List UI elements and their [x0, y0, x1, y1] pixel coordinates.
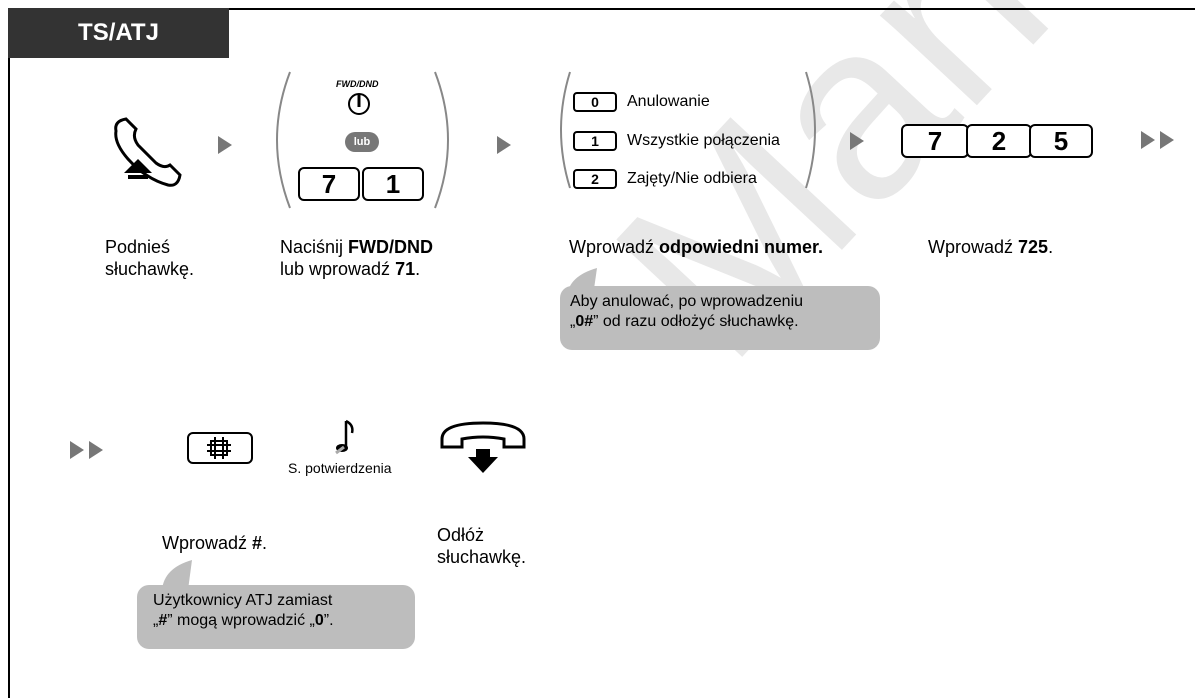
music-note-icon [335, 419, 354, 455]
off-hook-handset-icon [114, 117, 182, 187]
option-label: Anulowanie [627, 93, 710, 110]
step2-label: Naciśnij FWD/DND lub wprowadź 71. [280, 237, 434, 279]
confirmation-tone-label: S. potwierdzenia [288, 460, 392, 476]
next-arrow-icon [218, 136, 232, 154]
cancel-note: Aby anulować, po wprowadzeniu „0#” od ra… [560, 286, 880, 350]
step4-label: Wprowadź 725. [928, 237, 1054, 257]
right-paren-icon [434, 71, 449, 209]
atj-note: Użytkownicy ATJ zamiast „#” mogą wprowad… [137, 585, 415, 649]
frame [8, 8, 1195, 698]
key-5[interactable]: 5 [1029, 124, 1093, 158]
step3-label: Wprowadź odpowiedni numer. [569, 237, 824, 257]
continue-arrow-icon [1141, 131, 1155, 149]
key-1[interactable]: 1 [362, 167, 424, 201]
fwd-dnd-button-icon[interactable] [346, 91, 372, 117]
right-paren-icon [805, 71, 816, 189]
option-label: Wszystkie połączenia [627, 132, 780, 149]
hash-icon [207, 437, 231, 459]
note-pointer [162, 560, 192, 590]
key-7[interactable]: 7 [298, 167, 360, 201]
step5-label: Wprowadź #. [162, 533, 268, 553]
header-tab: TS/ATJ [8, 8, 229, 58]
continue-arrow-icon [1160, 131, 1174, 149]
fwd-dnd-label: FWD/DND [336, 79, 379, 89]
key-1[interactable]: 1 [573, 131, 617, 151]
key-0[interactable]: 0 [573, 92, 617, 112]
on-hook-handset-icon [440, 421, 526, 473]
hash-key[interactable] [187, 432, 253, 464]
key-7[interactable]: 7 [901, 124, 969, 158]
key-2[interactable]: 2 [573, 169, 617, 189]
left-paren-icon [276, 71, 291, 209]
next-arrow-icon [497, 136, 511, 154]
key-2[interactable]: 2 [966, 124, 1032, 158]
left-paren-icon [560, 71, 571, 189]
or-badge: lub [345, 132, 379, 152]
continue-arrow-icon [70, 441, 84, 459]
option-label: Zajęty/Nie odbiera [627, 170, 757, 187]
next-arrow-icon [850, 132, 864, 150]
continue-arrow-icon [89, 441, 103, 459]
